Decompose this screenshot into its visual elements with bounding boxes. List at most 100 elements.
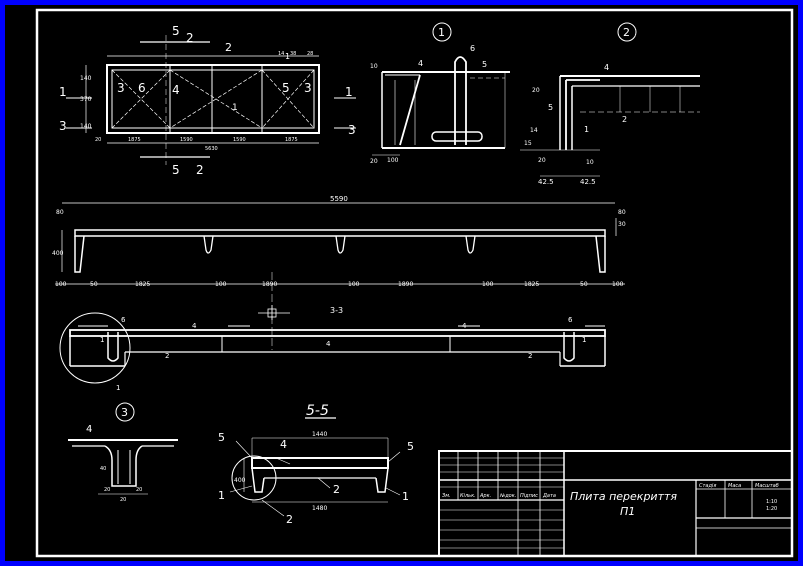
stage-header: Масштаб — [755, 483, 779, 489]
title-block-header: Арк. — [479, 493, 491, 499]
section-5-5-callout: 2 — [286, 513, 293, 526]
section-5-5-detail-circle — [231, 455, 277, 501]
section-5-5-dim: 400 — [234, 477, 246, 484]
node-3-dim: 20 — [136, 487, 142, 493]
node-3-label: 3 — [121, 406, 128, 419]
scale-value: 1:10 — [766, 499, 777, 505]
node-3-callout: 4 — [86, 424, 92, 435]
section-3-3-callout: 6 — [568, 316, 573, 324]
node-1-detail — [372, 22, 510, 156]
plan-dim: 28 — [307, 51, 313, 57]
drawing-title-code: П1 — [620, 505, 635, 518]
plan-callout: 4 — [172, 83, 180, 97]
plan-dim: 1590 — [233, 137, 246, 143]
node-2-label: 2 — [623, 26, 630, 39]
title-block — [438, 450, 793, 557]
node-1-marker — [432, 22, 452, 42]
node-1-dim: 100 — [387, 157, 399, 164]
plan-section-mark: 3 — [59, 119, 67, 133]
plan-dim: 5630 — [205, 146, 218, 152]
section-3-3-callout: 2 — [165, 352, 169, 360]
plan-dim: 38 — [290, 51, 296, 57]
plan-dim: 370 — [80, 96, 92, 103]
section-3-3 — [59, 305, 606, 384]
node-3-marker — [115, 402, 135, 422]
plan-section-mark: 5 — [172, 163, 180, 177]
plan-callout: 1 — [232, 103, 238, 113]
title-block-header: Підпис — [520, 493, 538, 499]
plan-dim: 1875 — [128, 137, 141, 143]
plan-section-mark: 5 — [172, 24, 180, 38]
plan-callout: 6 — [138, 81, 146, 95]
node-2-detail — [520, 22, 700, 177]
elevation-bottom-dim: 1825 — [135, 281, 150, 288]
plan-dim: 1590 — [180, 137, 193, 143]
elevation-labels: 5590 80 80 400 30 100 50 1825 100 1890 1… — [52, 195, 626, 288]
plan-labels: 5 2 5 2 1 1 3 3 1 2 3 6 4 5 3 1 140 370 … — [59, 24, 356, 177]
plan-callout: 3 — [117, 81, 125, 95]
elevation-bottom-dim: 100 — [482, 281, 494, 288]
elevation-bottom-dim: 100 — [55, 281, 67, 288]
section-3-3-callout: 6 — [121, 316, 126, 324]
plan-dim: 140 — [80, 123, 92, 130]
node-2-dim: 15 — [524, 140, 532, 147]
node-3-detail — [68, 402, 178, 495]
plan-callout: 5 — [282, 81, 290, 95]
plan-dim: 14 — [278, 51, 284, 57]
section-5-5 — [229, 417, 401, 517]
section-5-5-labels: 5-5 1440 1480 400 5 4 5 1 2 1 2 — [218, 403, 414, 526]
section-3-3-callout: 4 — [192, 322, 197, 330]
section-5-5-title: 5-5 — [306, 403, 329, 419]
node-1-labels: 1 4 6 5 10 100 20 — [370, 26, 487, 165]
section-3-3-detail-circle — [59, 312, 131, 384]
node-2-dim: 20 — [538, 157, 546, 164]
plan-section-mark: 1 — [345, 85, 353, 99]
title-block-header: Кільк. — [460, 493, 476, 499]
scale-value: 1:20 — [766, 506, 777, 512]
node-2-marker — [617, 22, 637, 42]
drawing-frame — [35, 8, 794, 558]
node-2-callout: 4 — [604, 63, 609, 72]
node-1-dim: 10 — [370, 63, 378, 70]
canvas-background — [5, 5, 798, 561]
section-5-5-dim: 1440 — [312, 431, 327, 438]
node-3-dim: 20 — [104, 487, 110, 493]
node-1-callout: 5 — [482, 60, 487, 69]
elevation-bottom-dim: 100 — [348, 281, 360, 288]
plan-dim: 140 — [80, 75, 92, 82]
title-block-header: Зм. — [442, 493, 451, 499]
plan-section-mark: 3 — [348, 123, 356, 137]
section-5-5-callout: 5 — [218, 431, 225, 444]
plan-view — [66, 35, 356, 165]
section-5-5-callout: 2 — [333, 483, 340, 496]
section-5-5-callout: 5 — [407, 440, 414, 453]
title-block-header: №док. — [499, 493, 516, 499]
node-1-dim: 20 — [370, 158, 378, 165]
section-3-3-callout: 2 — [528, 352, 532, 360]
title-block-header: Дата — [542, 493, 556, 499]
elevation-height-dim: 400 — [52, 250, 64, 257]
node-1-callout: 4 — [418, 59, 423, 68]
elevation-bottom-dim: 1825 — [524, 281, 539, 288]
stage-header: Маса — [728, 483, 741, 489]
section-3-3-callout: 1 — [582, 336, 586, 344]
elevation-end-dim: 80 — [56, 209, 64, 216]
drawing-title: Плита перекриття — [570, 490, 677, 503]
node-2-callout: 2 — [622, 115, 627, 124]
elevation-view — [55, 202, 625, 350]
elevation-bottom-dim: 100 — [612, 281, 624, 288]
node-2-dim: 42.5 — [580, 178, 596, 186]
stage-header: Стадія — [699, 483, 716, 489]
plan-dim: 1875 — [285, 137, 298, 143]
elevation-end-dim: 80 — [618, 209, 626, 216]
section-3-3-callout: 4 — [462, 322, 467, 330]
node-2-dim: 42.5 — [538, 178, 554, 186]
node-2-dim: 10 — [586, 159, 594, 166]
plan-section-mark: 2 — [196, 163, 204, 177]
node-2-dim: 14 — [530, 127, 538, 134]
node-2-callout: 1 — [584, 125, 589, 134]
plan-callout: 3 — [304, 81, 312, 95]
node-2-labels: 2 4 5 1 2 20 15 14 20 10 42.5 42.5 — [524, 26, 630, 186]
section-3-3-callout: 1 — [116, 384, 120, 392]
